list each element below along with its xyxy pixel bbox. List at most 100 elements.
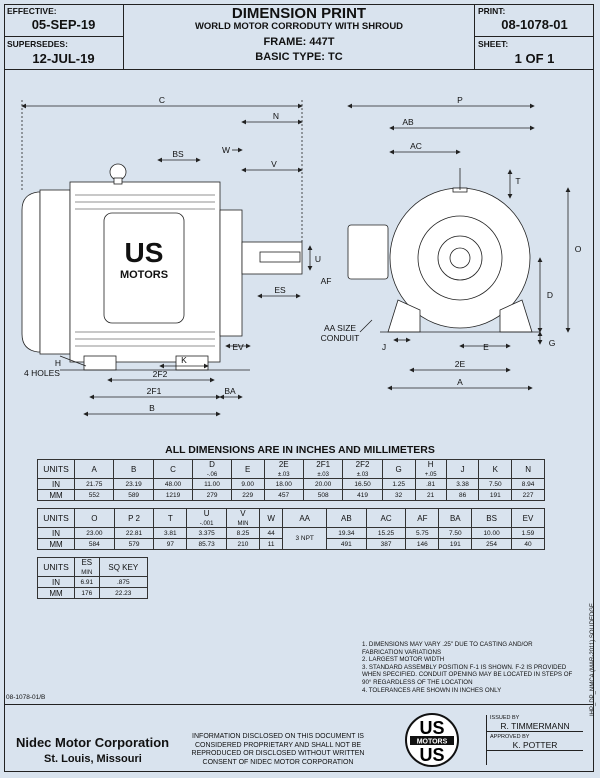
table-cell: 22.23 <box>98 587 149 599</box>
header-cell: W <box>258 508 284 528</box>
header-cell: 2E±.03 <box>263 459 304 479</box>
table-cell: 579 <box>113 538 155 550</box>
dim-K: K <box>181 355 187 365</box>
table-cell: 23.19 <box>113 478 154 490</box>
header-cell: B <box>113 459 154 479</box>
page-title: DIMENSION PRINT <box>231 5 367 22</box>
dim-O: O <box>575 244 582 254</box>
table-cell: 19.34 <box>326 527 367 539</box>
table-cell: 21 <box>414 489 447 501</box>
dim-G: G <box>549 338 556 348</box>
table-cell: 3.81 <box>153 527 188 539</box>
table-title: ALL DIMENSIONS ARE IN INCHES AND MILLIME… <box>165 444 435 456</box>
approved-name: K. POTTER <box>487 740 583 751</box>
table-cell: 8.94 <box>511 478 545 490</box>
header-cell: N <box>511 459 545 479</box>
table-cell: 7.50 <box>438 527 473 539</box>
supersedes-label: SUPERSEDES: <box>7 39 68 49</box>
table-cell: IN <box>37 478 75 490</box>
dim-W: W <box>222 145 230 155</box>
header-cell: AA <box>282 508 328 528</box>
notes-block: 1. DIMENSIONS MAY VARY .25" DUE TO CASTI… <box>362 641 574 694</box>
table-cell: MM <box>37 489 75 501</box>
sheet-label: SHEET: <box>478 39 509 49</box>
table-cell: MM <box>37 587 75 599</box>
header-cell: T <box>153 508 188 528</box>
effective-label: EFFECTIVE: <box>7 6 57 16</box>
table-cell: .875 <box>98 576 149 588</box>
header-cell: U-.001 <box>186 508 227 528</box>
dim-P: P <box>457 95 463 105</box>
dim-J: J <box>382 342 386 352</box>
table-cell: 254 <box>471 538 512 550</box>
table-cell: 11.00 <box>192 478 232 490</box>
table-cell: 1.59 <box>510 527 546 539</box>
dim-2F2: 2F2 <box>153 369 168 379</box>
conduit-label-1: AA SIZE <box>324 323 356 333</box>
dim-E: E <box>483 342 489 352</box>
dim-EV: EV <box>232 342 244 352</box>
table-cell: 85.73 <box>186 538 227 550</box>
dim-T: T <box>515 176 520 186</box>
sheet-number: 1 OF 1 <box>514 51 555 66</box>
table-cell: 176 <box>74 587 100 599</box>
company-city: St. Louis, Missouri <box>44 753 142 765</box>
table-cell: MM <box>37 538 75 550</box>
dim-N: N <box>273 111 279 121</box>
logo-us: US <box>125 237 164 268</box>
header-cell: J <box>445 459 480 479</box>
dim-H: H <box>55 358 61 368</box>
table-cell: 97 <box>153 538 188 550</box>
header-cell: 2F1±.03 <box>302 459 344 479</box>
table-cell: 32 <box>381 489 416 501</box>
header-cell: E <box>230 459 265 479</box>
dim-D: D <box>547 290 553 300</box>
note-3: 3. STANDARD ASSEMBLY POSITION F-1 IS SHO… <box>362 663 573 686</box>
table-cell: 86 <box>445 489 480 501</box>
signoff-block: ISSUED BY R. TIMMERMANN APPROVED BY K. P… <box>486 715 583 765</box>
print-label: PRINT: <box>478 6 506 16</box>
table-cell: 48.00 <box>152 478 194 490</box>
effective-date: 05-SEP-19 <box>31 17 96 32</box>
issued-name: R. TIMMERMANN <box>487 721 583 732</box>
table-cell: 5.75 <box>405 527 440 539</box>
note-2: 2. LARGEST MOTOR WIDTH <box>362 656 445 664</box>
header-cell: SQ KEY <box>98 557 149 577</box>
table-cell: 552 <box>73 489 115 501</box>
disclaimer: INFORMATION DISCLOSED ON THIS DOCUMENT I… <box>191 733 365 766</box>
header-cell: BA <box>438 508 473 528</box>
dim-holes: 4 HOLES <box>24 368 60 378</box>
header-cell: A <box>73 459 115 479</box>
type-label: BASIC TYPE: TC <box>255 51 343 63</box>
dim-C: C <box>159 95 165 105</box>
supersedes-date: 12-JUL-19 <box>32 51 95 66</box>
header-cell: C <box>152 459 194 479</box>
header-cell: UNITS <box>37 508 75 528</box>
approved-label: APPROVED BY <box>490 734 530 740</box>
company-name: Nidec Motor Corporation <box>16 735 170 750</box>
note-4: 4. TOLERANCES ARE SHOWN IN INCHES ONLY <box>362 686 502 694</box>
header-cell: O <box>74 508 115 528</box>
dim-2E: 2E <box>455 359 466 369</box>
dim-AB: AB <box>402 117 414 127</box>
header-cell: AB <box>326 508 367 528</box>
table-cell: 3.375 <box>186 527 227 539</box>
table-cell: 8.25 <box>225 527 260 539</box>
table-cell: 44 <box>258 527 284 539</box>
frame-label: FRAME: 447T <box>263 36 335 48</box>
side-text: IHP_DP_NMCA (MAR-2011) SOLIDEDGE <box>590 603 596 716</box>
logo-motors: MOTORS <box>120 269 168 281</box>
table-cell: 15.25 <box>365 527 407 539</box>
page-subtitle: WORLD MOTOR CORRODUTY WITH SHROUD <box>194 21 404 32</box>
table-cell: 3 NPT <box>282 527 328 550</box>
dim-2F1: 2F1 <box>147 386 162 396</box>
